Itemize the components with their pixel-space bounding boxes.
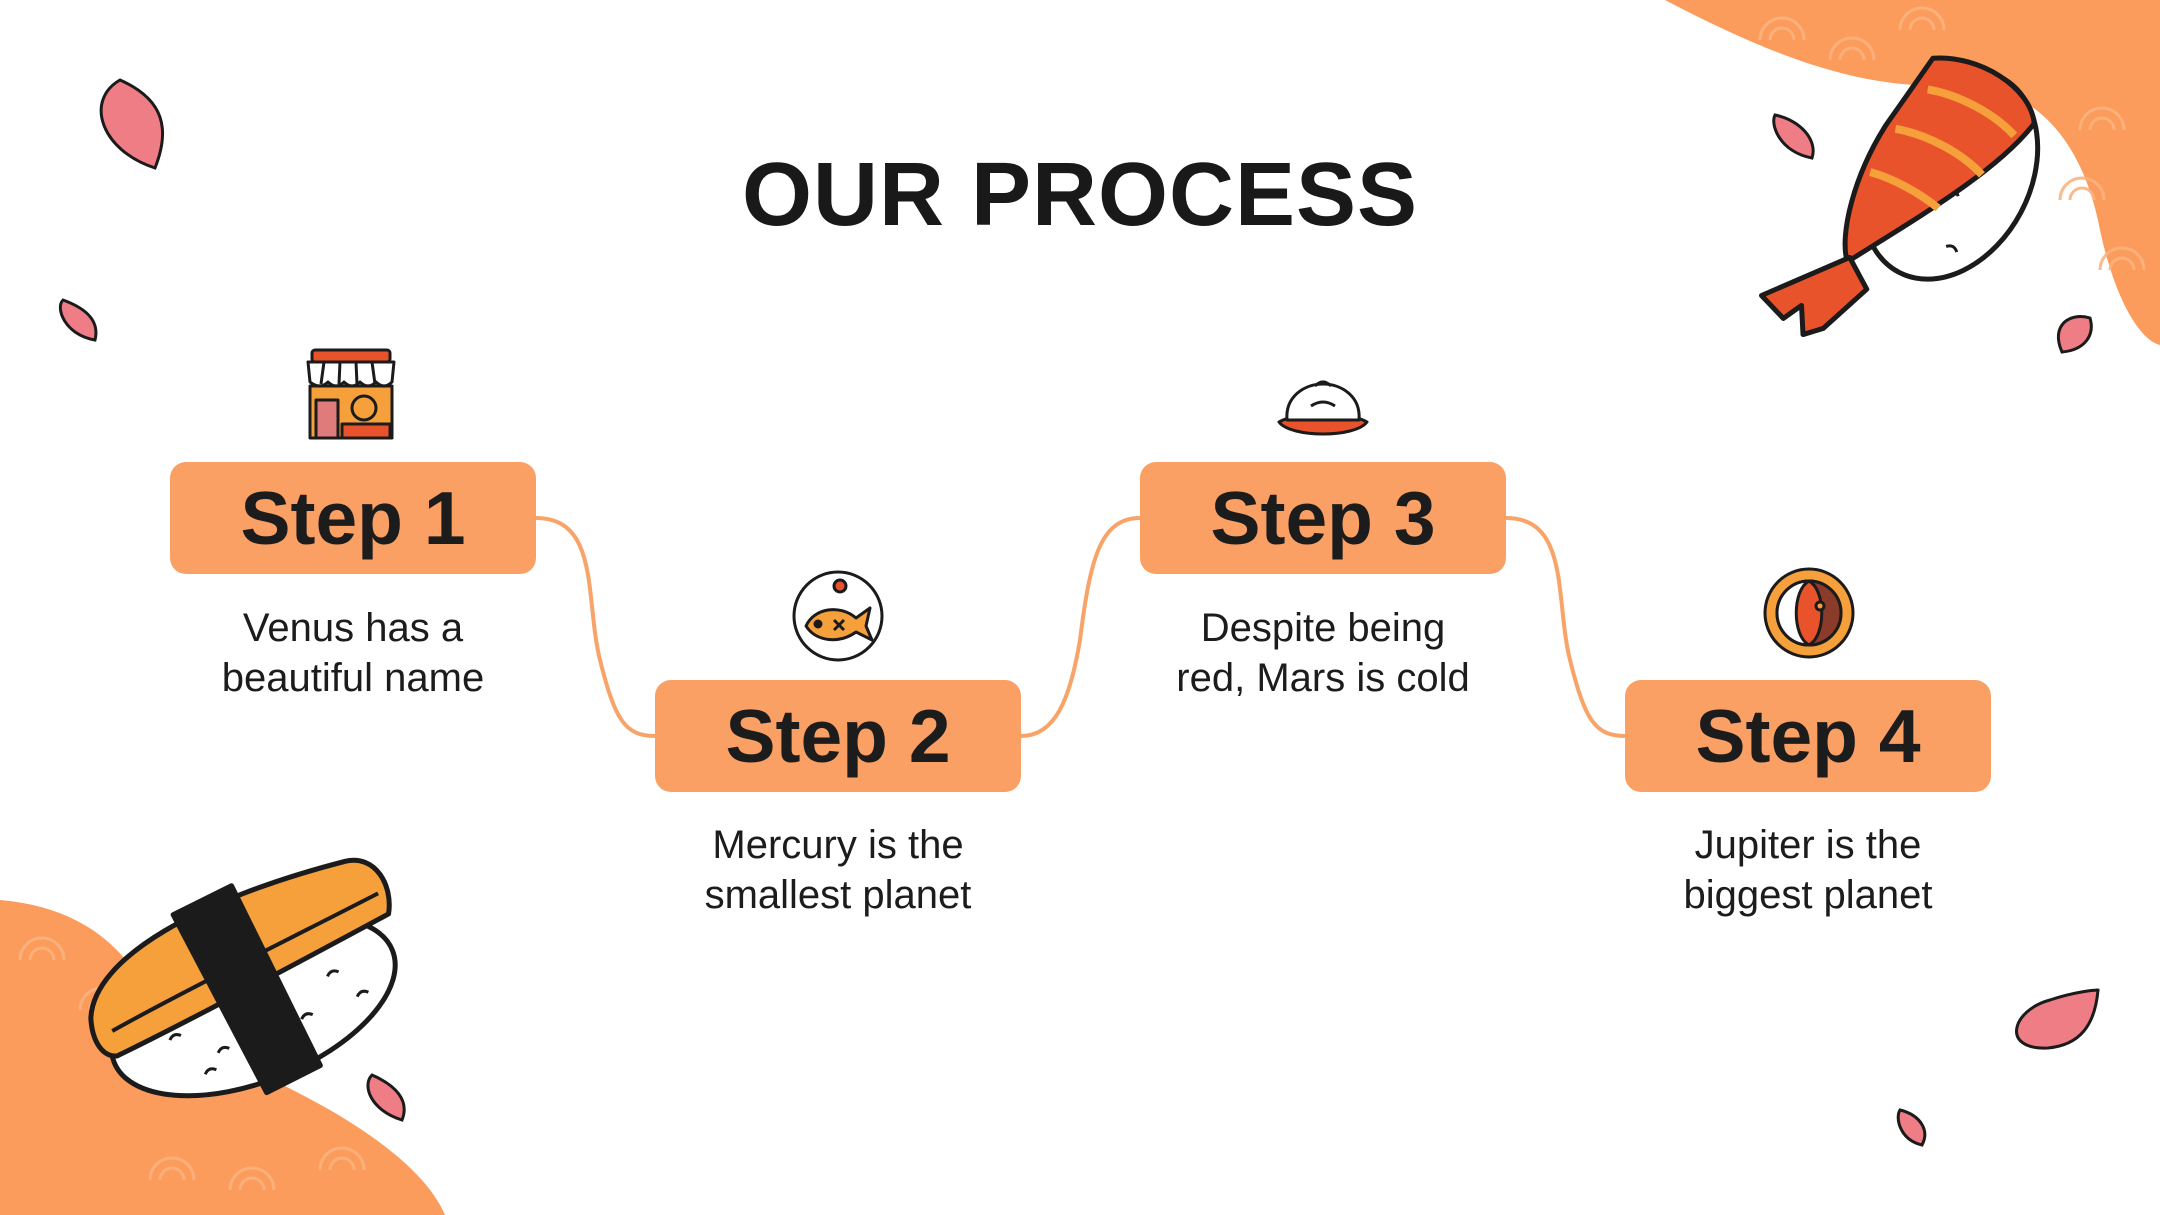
wave-pattern-top-right	[1758, 6, 2146, 271]
step-1-label: Step 1	[240, 475, 466, 560]
fish-plate-icon	[792, 570, 884, 662]
bao-bun-icon	[1277, 380, 1369, 436]
step-3-description-line-2: red, Mars is cold	[1176, 656, 1470, 700]
step-1-description-line-2: beautiful name	[221, 656, 485, 700]
page-title: OUR PROCESS	[741, 145, 1419, 245]
step-2-description: Mercury is the smallest planet	[628, 820, 1048, 920]
step-4-description: Jupiter is the biggest planet	[1598, 820, 2018, 920]
petal-icon	[58, 78, 2100, 1147]
step-3-description: Despite being red, Mars is cold	[1113, 603, 1533, 703]
step-2-description-line-1: Mercury is the	[712, 823, 964, 867]
connector-3-4	[1505, 516, 1626, 738]
step-4-description-line-2: biggest planet	[1683, 873, 1933, 917]
step-3-label: Step 3	[1210, 475, 1436, 560]
curry-plate-icon	[1763, 567, 1855, 659]
step-4-box: Step 4	[1625, 680, 1991, 792]
step-1-box: Step 1	[170, 462, 536, 574]
step-1-description-line-1: Venus has a	[242, 606, 464, 650]
shop-icon	[306, 348, 396, 440]
sushi-nigiri-icon	[88, 857, 398, 1099]
step-2-description-line-2: smallest planet	[704, 873, 972, 917]
step-3-box: Step 3	[1140, 462, 1506, 574]
step-4-label: Step 4	[1695, 693, 1921, 778]
step-3-description-line-1: Despite being	[1200, 606, 1446, 650]
connector-2-3	[1020, 516, 1141, 738]
step-2-label: Step 2	[725, 693, 951, 778]
step-1-description: Venus has a beautiful name	[143, 603, 563, 703]
corner-wave-top-right	[1665, 0, 2160, 345]
step-2-box: Step 2	[655, 680, 1021, 792]
connector-1-2	[535, 516, 656, 738]
step-4-description-line-1: Jupiter is the	[1694, 823, 1922, 867]
step-connectors	[535, 516, 1626, 738]
shrimp-nigiri-icon	[1758, 55, 2041, 338]
